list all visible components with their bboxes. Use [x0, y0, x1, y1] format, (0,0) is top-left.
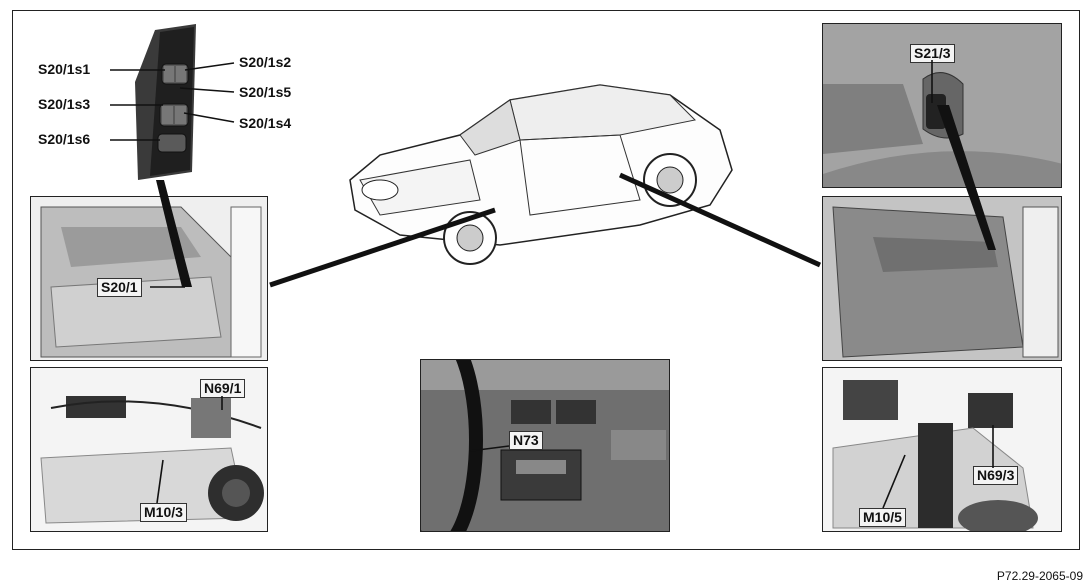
label-n73: N73: [509, 431, 543, 450]
rear-door-internal-photo: [822, 367, 1062, 532]
label-s20-1s5: S20/1s5: [239, 84, 292, 100]
label-s20-1s2: S20/1s2: [239, 54, 292, 70]
label-m10-3: M10/3: [140, 503, 187, 522]
label-n69-3: N69/3: [973, 466, 1019, 485]
label-s21-3: S21/3: [910, 44, 955, 63]
front-door-photo: [30, 196, 268, 361]
label-n69-1: N69/1: [200, 379, 246, 398]
label-m10-5: M10/5: [859, 508, 906, 527]
car-illustration: [340, 60, 740, 265]
center-console-photo: [420, 359, 670, 532]
rear-door-photo: [822, 196, 1062, 361]
switch-panel: [120, 22, 200, 182]
figure-code: P72.29-2065-09: [996, 569, 1083, 583]
label-s20-1s3: S20/1s3: [38, 96, 91, 112]
label-s20-1s6: S20/1s6: [38, 131, 91, 147]
label-s20-1s4: S20/1s4: [239, 115, 292, 131]
label-s20-1s1: S20/1s1: [38, 61, 91, 77]
label-s20-1: S20/1: [97, 278, 142, 297]
diagram-frame: [12, 10, 1080, 550]
